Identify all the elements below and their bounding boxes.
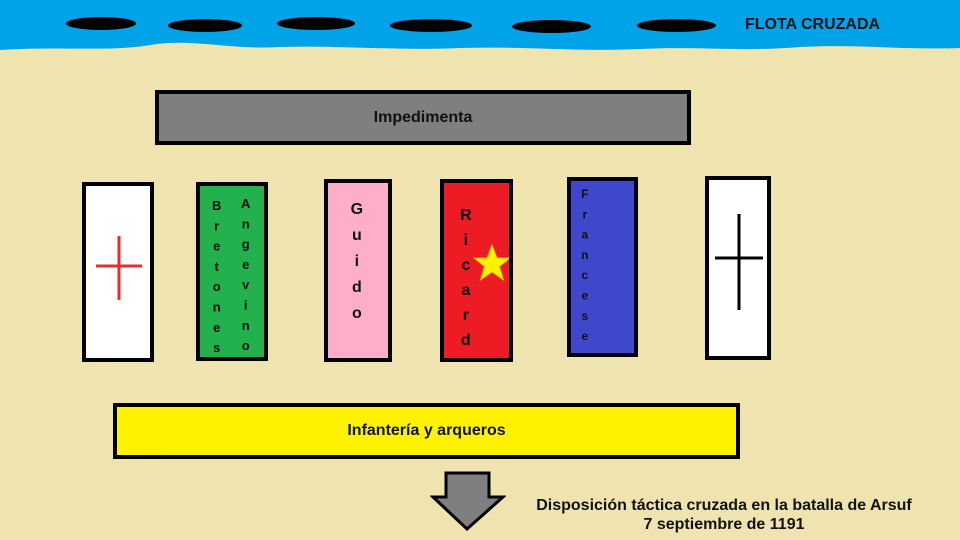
fleet-title: FLOTA CRUZADA <box>745 16 881 33</box>
black-cross-icon <box>715 214 763 310</box>
column-ricardo: Ricardo <box>440 179 513 362</box>
column-right <box>705 176 771 360</box>
guido-label: Guido <box>348 201 366 331</box>
angevinos-label: Angevinos <box>238 196 254 361</box>
ship <box>637 19 716 32</box>
ricardo-label: Ricardo <box>457 207 475 362</box>
infantry-label: Infantería y arqueros <box>347 422 506 439</box>
column-bretones-angevinos: Bretones Angevinos <box>196 182 268 361</box>
ship <box>168 19 242 32</box>
yellow-star-icon <box>472 243 509 282</box>
column-left <box>82 182 154 362</box>
ship <box>277 17 355 30</box>
caption-line-1: Disposición táctica cruzada en la batall… <box>536 497 912 514</box>
column-franceses: Franceses <box>567 177 638 357</box>
impedimenta-block: Impedimenta <box>155 90 691 145</box>
franceses-label: Franceses <box>577 187 592 357</box>
infantry-block: Infantería y arqueros <box>113 403 740 459</box>
red-cross-icon <box>96 236 142 300</box>
ship <box>390 19 472 32</box>
down-arrow-icon <box>430 471 506 532</box>
ship <box>512 20 591 33</box>
sea <box>0 0 960 50</box>
impedimenta-label: Impedimenta <box>373 108 473 126</box>
caption: Disposición táctica cruzada en la batall… <box>520 496 928 534</box>
column-guido: Guido <box>324 179 392 362</box>
bretones-label: Bretones <box>209 198 225 361</box>
caption-line-2: 7 septiembre de 1191 <box>643 516 805 533</box>
ship <box>66 17 136 30</box>
